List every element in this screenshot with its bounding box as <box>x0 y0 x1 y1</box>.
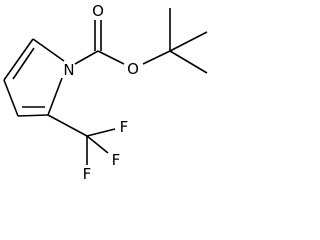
boc-group <box>74 8 208 74</box>
atom-label-f1: F <box>120 118 129 136</box>
bond-n1-c2 <box>47 77 63 116</box>
atom-label-o-carbonyl: O <box>92 2 104 20</box>
bond-c5-c4-inner <box>12 47 35 80</box>
atom-label-f3: F <box>83 165 92 183</box>
bond-n1-ccarbonyl <box>74 50 99 65</box>
bond-c3-c2 <box>17 114 49 117</box>
bond-cquat-me2 <box>169 31 208 52</box>
bond-c4-c3 <box>3 79 19 117</box>
atom-label-o-ester: O <box>127 60 139 78</box>
pyrrole-ring <box>3 38 65 117</box>
structure-diagram: N O O F F F <box>3 2 208 183</box>
cf3-group <box>47 114 116 165</box>
bond-ccarbonyl-oester <box>97 50 125 65</box>
atom-label-f2: F <box>112 151 121 169</box>
bond-ccf3-f2 <box>86 135 109 154</box>
bond-c5-c4 <box>3 38 34 81</box>
bond-ccf3-f1 <box>86 128 116 137</box>
bond-n1-c5 <box>32 38 65 62</box>
bond-c2-ccf3 <box>47 114 88 137</box>
bond-cquat-me3 <box>169 50 208 74</box>
bond-oester-cquat <box>142 50 171 65</box>
atom-label-n1: N <box>63 61 74 79</box>
